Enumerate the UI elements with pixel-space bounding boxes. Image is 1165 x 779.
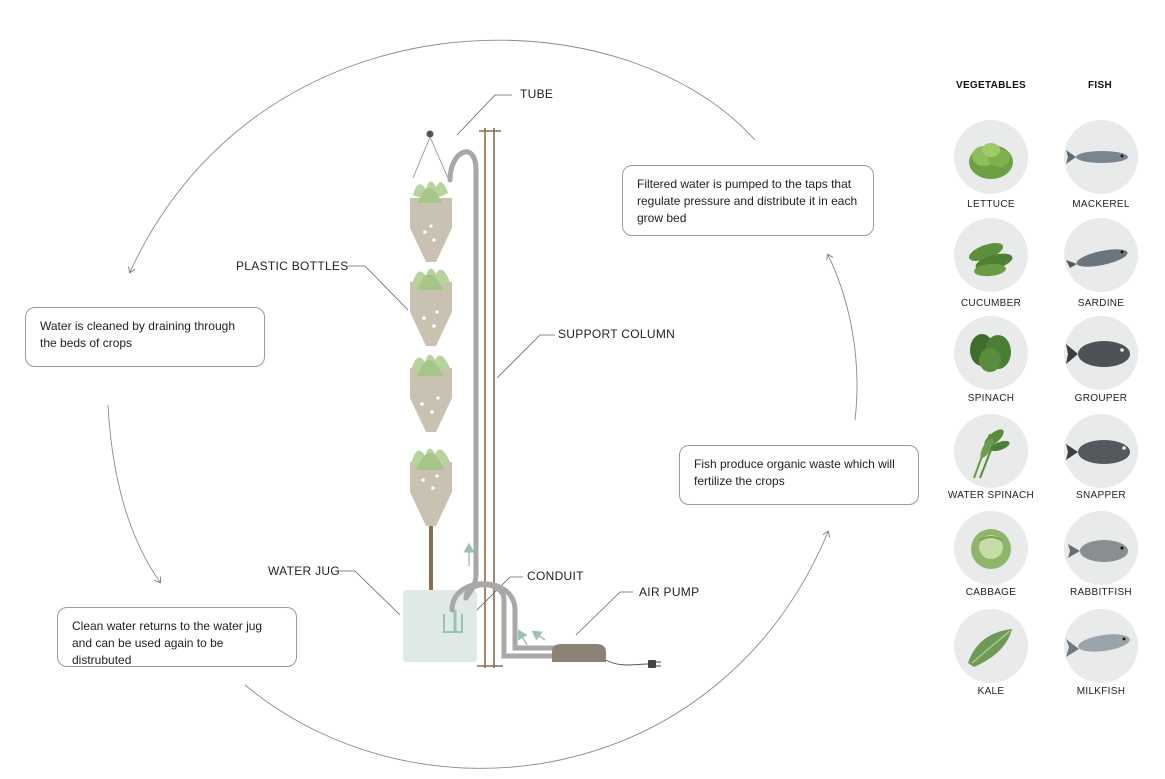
vegetable-label: KALE xyxy=(977,686,1005,697)
rabbitfish-icon xyxy=(1064,511,1138,585)
sardine-icon xyxy=(1064,218,1138,292)
hanging-cord xyxy=(412,130,449,179)
cycle-arc-left xyxy=(107,404,160,582)
cycle-arc-top xyxy=(130,39,756,272)
cycle-arrows xyxy=(107,39,858,769)
fish-label: RABBITFISH xyxy=(1070,587,1132,598)
bottle-4 xyxy=(410,448,452,526)
callout-water-cleaned: Water is cleaned by draining through the… xyxy=(25,307,265,367)
flow-arrows xyxy=(463,542,546,646)
tube-leader xyxy=(456,94,512,136)
leader-lines xyxy=(338,94,633,636)
grouper-icon xyxy=(1064,316,1138,390)
lettuce-icon xyxy=(954,120,1028,194)
label-tube: TUBE xyxy=(520,87,554,101)
fish-label: GROUPER xyxy=(1074,393,1128,404)
mackerel-icon xyxy=(1064,120,1138,194)
vegetable-label: LETTUCE xyxy=(967,199,1015,210)
snapper-icon xyxy=(1064,414,1138,488)
kale-icon xyxy=(954,609,1028,683)
cycle-arc-right xyxy=(828,255,858,421)
fish-label: SARDINE xyxy=(1077,298,1125,309)
tubing xyxy=(447,149,559,659)
vegetable-label: WATER SPINACH xyxy=(947,490,1035,501)
conduit-leader xyxy=(461,576,523,626)
air-pump xyxy=(552,644,661,668)
bottle-2 xyxy=(410,268,452,346)
vegetable-label: CABBAGE xyxy=(965,587,1017,598)
fish-label: MACKEREL xyxy=(1072,199,1130,210)
milkfish-icon xyxy=(1064,609,1138,683)
water-jug-leader xyxy=(338,570,401,616)
header-fish: FISH xyxy=(1088,80,1112,91)
fish-label: SNAPPER xyxy=(1076,490,1126,501)
bottle-1 xyxy=(410,181,452,262)
label-air-pump: AIR PUMP xyxy=(639,585,700,599)
bottle-tower xyxy=(410,181,452,526)
support-column xyxy=(477,128,503,668)
spinach-icon xyxy=(954,316,1028,390)
vegetable-label: SPINACH xyxy=(967,393,1015,404)
label-plastic-bottles: PLASTIC BOTTLES xyxy=(236,259,349,273)
cabbage-icon xyxy=(954,511,1028,585)
water-jug xyxy=(403,590,477,662)
cucumber-icon xyxy=(954,218,1028,292)
column-leader xyxy=(496,334,555,379)
callout-filtered-water: Filtered water is pumped to the taps tha… xyxy=(622,165,874,236)
tower-stem xyxy=(429,520,433,600)
fish-label: MILKFISH xyxy=(1076,686,1126,697)
bottles-leader xyxy=(348,265,409,311)
label-support-column: SUPPORT COLUMN xyxy=(558,327,676,341)
header-vegetables: VEGETABLES xyxy=(955,80,1027,91)
label-water-jug: WATER JUG xyxy=(268,564,341,578)
callout-clean-water-returns: Clean water returns to the water jug and… xyxy=(57,607,297,667)
callout-fish-waste: Fish produce organic waste which will fe… xyxy=(679,445,919,505)
cycle-arc-bottom xyxy=(244,532,828,769)
vegetable-label: CUCUMBER xyxy=(960,298,1022,309)
water-spinach-icon xyxy=(954,414,1028,488)
bottle-3 xyxy=(410,354,452,432)
air-pump-leader xyxy=(575,591,633,636)
label-conduit: CONDUIT xyxy=(527,569,584,583)
